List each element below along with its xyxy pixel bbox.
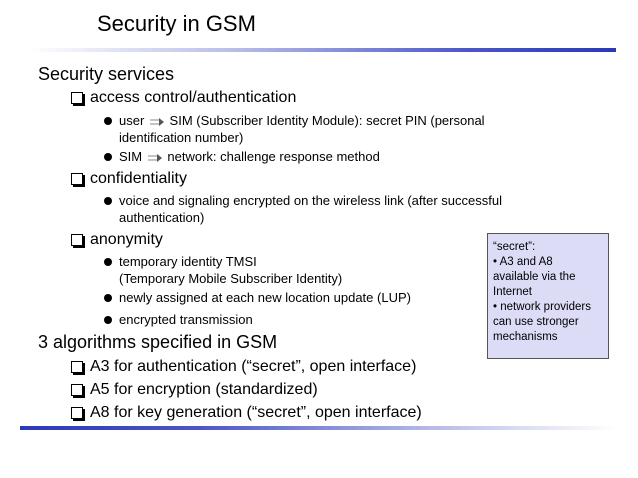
subitem-lup: newly assigned at each new location upda… (119, 290, 411, 305)
note-line: “secret”: (493, 241, 536, 253)
bottom-divider-bar (20, 426, 616, 430)
subitem-user-sim-pre: user (119, 113, 145, 128)
checkbox-bullet-icon (71, 92, 83, 104)
dot-bullet-icon (104, 153, 112, 161)
note-line: mechanisms (493, 331, 558, 343)
dot-bullet-icon (104, 258, 112, 266)
item-confidentiality: confidentiality (90, 170, 187, 187)
section-heading-security-services: Security services (38, 64, 175, 84)
note-line: available via the (493, 271, 576, 283)
double-arrow-icon (149, 117, 164, 126)
item-a8: A8 for key generation (“secret”, open in… (90, 404, 422, 421)
subitem-tmsi-continued: (Temporary Mobile Subscriber Identity) (119, 271, 343, 286)
item-anonymity: anonymity (90, 231, 163, 248)
item-access-control: access control/authentication (90, 89, 297, 106)
title-underline-bar (28, 48, 616, 52)
checkbox-bullet-icon (71, 234, 83, 246)
section-heading-algorithms: 3 algorithms specified in GSM (38, 332, 278, 352)
dot-bullet-icon (104, 316, 112, 324)
checkbox-bullet-icon (71, 173, 83, 185)
note-line: • network providers (493, 301, 591, 313)
item-a3: A3 for authentication (“secret”, open in… (90, 358, 417, 375)
checkbox-bullet-icon (71, 361, 83, 373)
subitem-sim-network: SIM network: challenge response method (119, 148, 380, 165)
note-line: can use stronger (493, 316, 579, 328)
subitem-voice-signaling-continued: authentication) (119, 210, 205, 225)
subitem-sim-network-pre: SIM (119, 149, 143, 164)
dot-bullet-icon (104, 197, 112, 205)
subitem-sim-network-post: network: challenge response method (167, 149, 380, 164)
subitem-voice-signaling: voice and signaling encrypted on the wir… (119, 193, 502, 208)
double-arrow-icon (147, 153, 162, 162)
note-line: Internet (493, 286, 532, 298)
subitem-encrypted-transmission: encrypted transmission (119, 312, 253, 327)
secret-note-box: “secret”: • A3 and A8 available via the … (487, 233, 609, 359)
subitem-user-sim-continued: identification number) (119, 130, 244, 145)
checkbox-bullet-icon (71, 384, 83, 396)
note-line: • A3 and A8 (493, 256, 553, 268)
dot-bullet-icon (104, 294, 112, 302)
dot-bullet-icon (104, 117, 112, 125)
checkbox-bullet-icon (71, 407, 83, 419)
slide-title: Security in GSM (97, 11, 256, 36)
item-a5: A5 for encryption (standardized) (90, 381, 318, 398)
subitem-tmsi: temporary identity TMSI (119, 254, 257, 269)
subitem-user-sim: user SIM (Subscriber Identity Module): s… (119, 112, 485, 129)
subitem-user-sim-post: SIM (Subscriber Identity Module): secret… (169, 113, 485, 128)
